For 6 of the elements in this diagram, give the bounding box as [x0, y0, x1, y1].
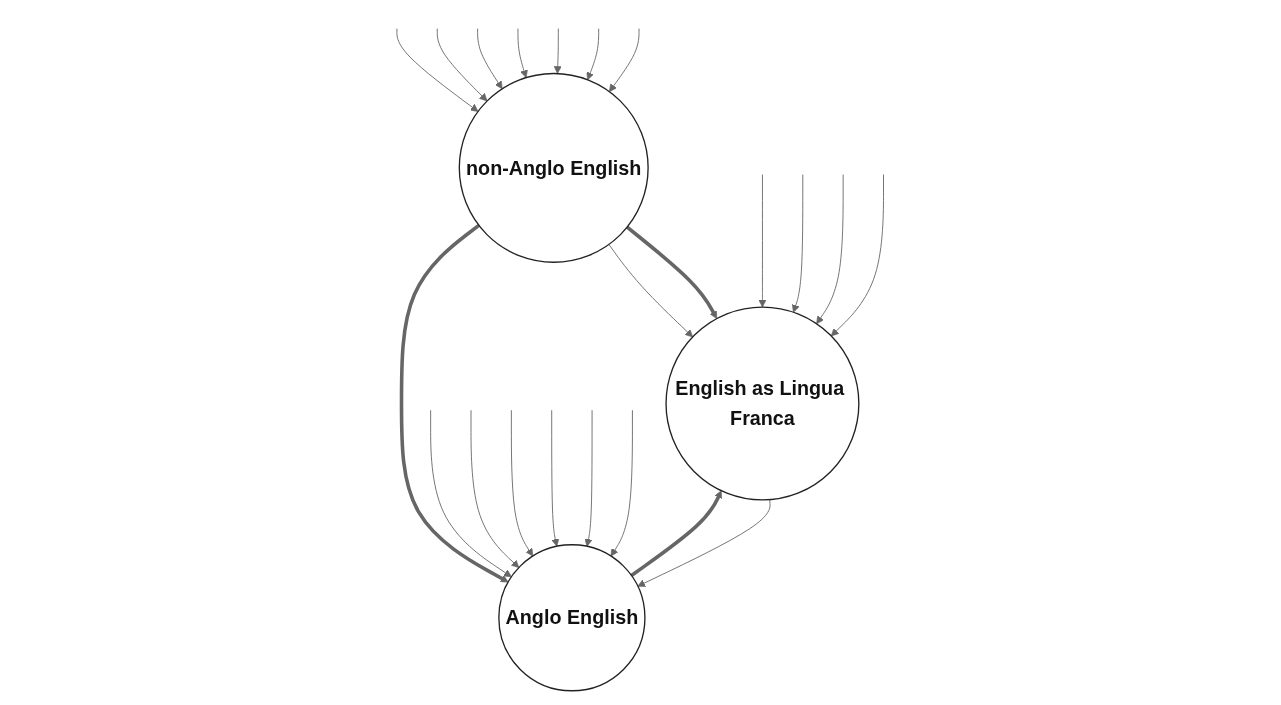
node-circle: non-Anglo English — [458, 72, 650, 263]
node-circle: Anglo English — [498, 543, 646, 691]
node-circle: English as Lingua Franca — [665, 305, 860, 501]
arrow — [400, 223, 509, 582]
arrow — [626, 225, 718, 319]
arrow — [630, 489, 723, 577]
